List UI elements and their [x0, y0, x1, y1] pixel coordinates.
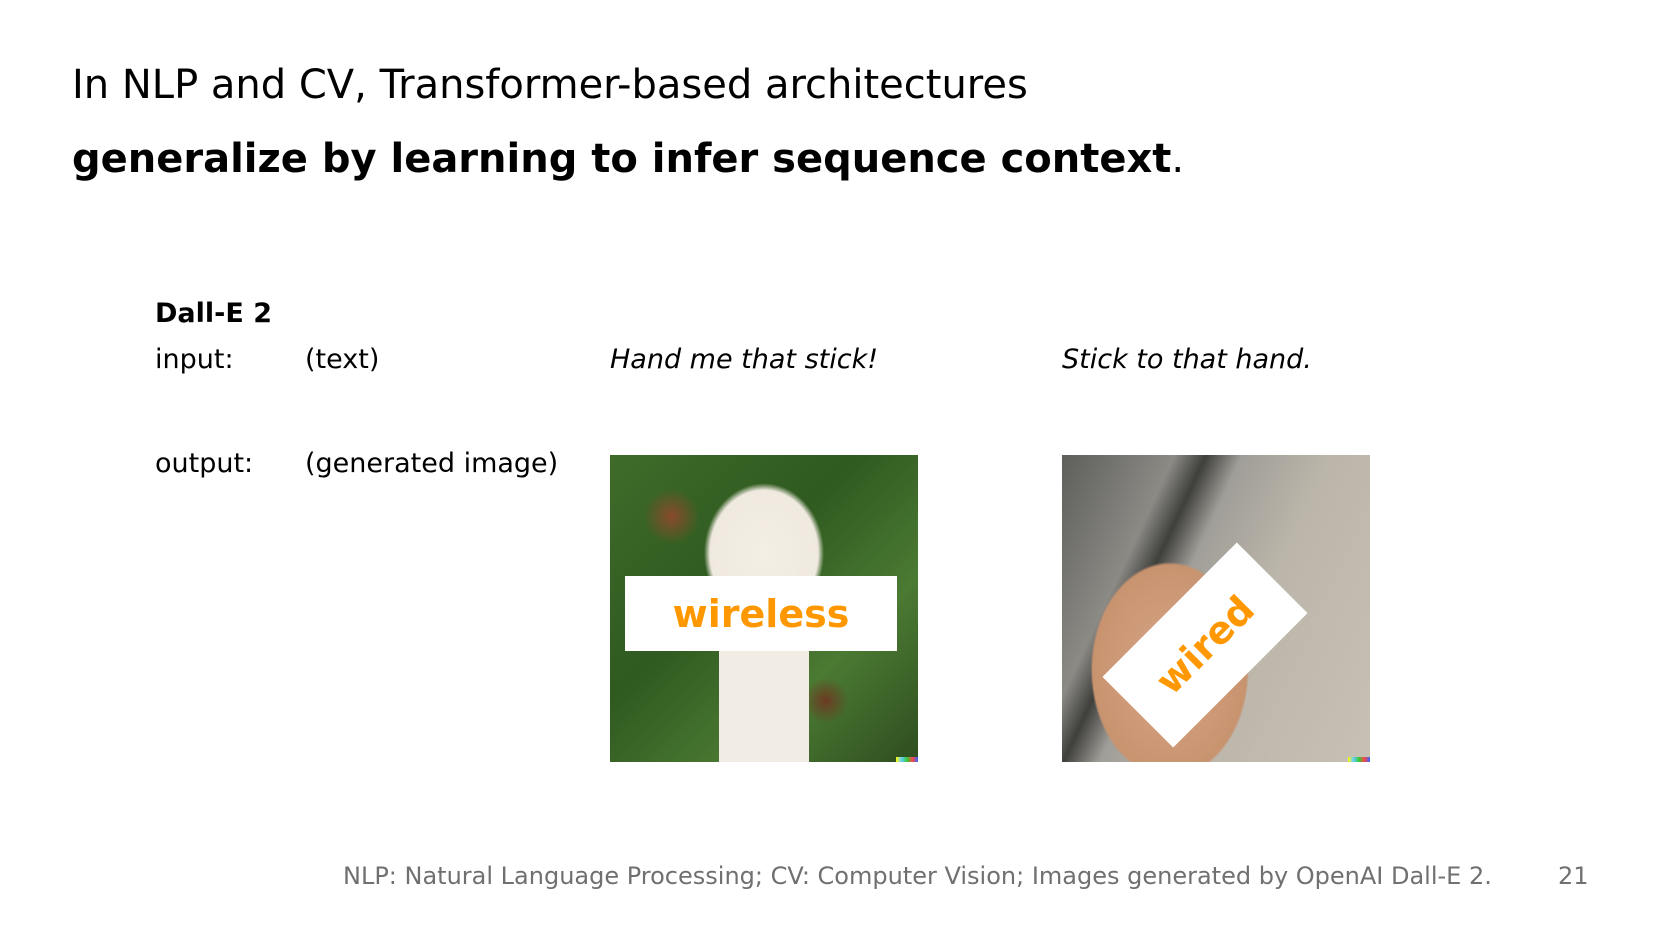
prompt-1: Hand me that stick!	[610, 344, 879, 375]
generated-image-hand: wired	[1062, 455, 1370, 762]
title-bold: generalize by learning to infer sequence…	[72, 136, 1172, 182]
dalle-watermark	[1348, 757, 1370, 762]
input-kind: (text)	[305, 344, 380, 375]
output-label: output:	[155, 448, 254, 479]
image-label-wireless: wireless	[625, 576, 897, 651]
title-period: .	[1171, 136, 1185, 182]
image-label-wired: wired	[1102, 542, 1308, 748]
dalle-watermark	[896, 757, 918, 762]
model-name: Dall-E 2	[155, 298, 272, 329]
output-kind: (generated image)	[305, 448, 559, 479]
slide-title-line2: generalize by learning to infer sequence…	[72, 136, 1184, 182]
page-number: 21	[1558, 862, 1589, 890]
slide-title-line1: In NLP and CV, Transformer-based archite…	[72, 62, 1028, 108]
prompt-2: Stick to that hand.	[1062, 344, 1312, 375]
generated-image-dog-with-stick: wireless	[610, 455, 918, 762]
input-label: input:	[155, 344, 234, 375]
footnote: NLP: Natural Language Processing; CV: Co…	[343, 862, 1492, 890]
